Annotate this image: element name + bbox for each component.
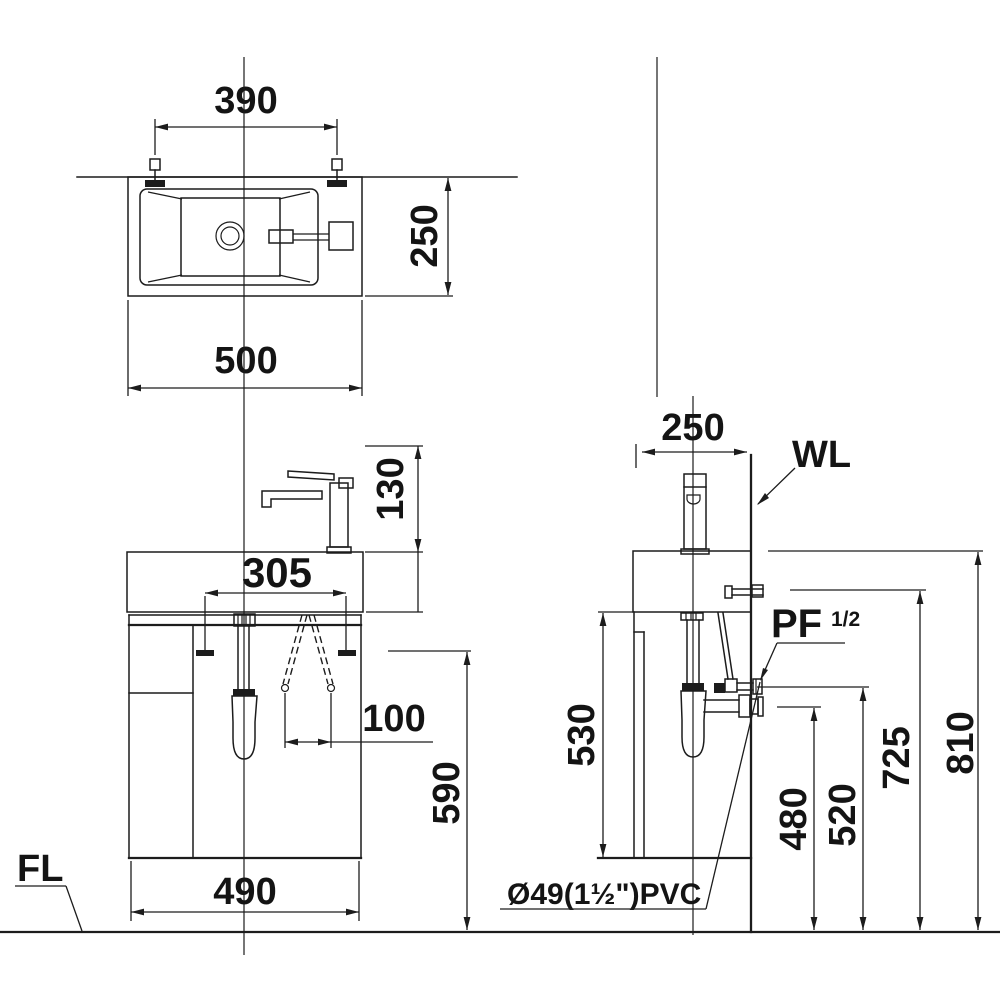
floor-line-label: FL (17, 848, 63, 890)
dim-590-label: 590 (426, 761, 468, 824)
cabinet-side (596, 611, 753, 860)
drain-flange-side (680, 612, 704, 621)
wall-line-callout: WL (757, 434, 851, 505)
drain-pipe-label: Ø49(1½")PVC (507, 878, 701, 911)
wl-arrowhead (757, 493, 769, 505)
dim-390-label: 390 (214, 80, 277, 122)
top-view: 390 500 250 (76, 80, 518, 396)
trap-wall-stub (757, 696, 764, 717)
dim-depth-side: 250 (635, 407, 747, 468)
dim-490-label: 490 (213, 871, 276, 913)
faucet-side (680, 473, 710, 555)
trap-nut-side (682, 683, 704, 691)
dim-counter-depth-plan: 250 (365, 178, 453, 297)
faucet-lever (287, 470, 335, 481)
hanger-plate-right (338, 650, 356, 656)
hanger-plate-left (196, 650, 214, 656)
dim-250-top-label: 250 (404, 204, 446, 267)
dim-500-label: 500 (214, 340, 277, 382)
pf-arrowhead (760, 668, 768, 681)
front-view: 305 130 100 590 (15, 57, 471, 955)
side-view: 250 (500, 57, 983, 935)
trap-outlet-flange (738, 694, 751, 718)
drain-front (231, 613, 258, 760)
dim-100-label: 100 (362, 698, 425, 740)
drain-outer-circle (215, 221, 245, 251)
faucet-spout-side (686, 494, 701, 505)
dim-bracket-height: 725 (790, 589, 926, 930)
dim-faucet-hole-spacing: 390 (154, 80, 338, 155)
cabinet-front (127, 614, 363, 860)
faucet-mount-plan (268, 221, 354, 251)
dim-drain-outlet-height: 480 (773, 706, 821, 930)
dim-faucet-height: 130 (365, 445, 423, 613)
faucet-body-side (683, 473, 707, 550)
dim-480-label: 480 (773, 787, 815, 850)
trap-bottle-front (231, 695, 258, 760)
drain-side (680, 612, 764, 758)
dim-250-side-label: 250 (661, 407, 724, 449)
supply-hoses-front (280, 614, 336, 693)
faucet-body-front (329, 482, 349, 548)
drain-inner-circle (220, 226, 240, 246)
dim-counter-height: 810 (940, 552, 982, 930)
dim-hanger-spacing: 305 (204, 549, 347, 656)
trap-bottle-side (680, 690, 707, 758)
dim-hanger-height: 590 (388, 650, 471, 930)
basin-floor (180, 197, 281, 277)
basin-rim (139, 188, 319, 286)
dim-305-label: 305 (242, 549, 312, 596)
faucet-front (261, 470, 354, 554)
wall-line-label: WL (792, 434, 851, 476)
dim-counter-width: 500 (127, 300, 363, 396)
trap-nut-front (233, 689, 255, 696)
counter-outline (127, 176, 363, 297)
wall-bolt-side (724, 584, 764, 599)
floor-line-callout: FL (15, 848, 83, 932)
dim-520-label: 520 (822, 783, 864, 846)
dim-cabinet-width: 490 (130, 861, 360, 921)
faucet-spout (261, 490, 323, 508)
faucet-base-front (326, 546, 352, 554)
supply-thread-callout: PF 1/2 (760, 602, 860, 681)
dim-725-label: 725 (876, 726, 918, 789)
dim-810-label: 810 (940, 711, 982, 774)
angle-valve (714, 683, 725, 693)
dim-130-label: 130 (370, 457, 412, 520)
supply-side (714, 612, 763, 695)
supply-thread-size: 1/2 (831, 608, 860, 631)
side-bracket-plan (328, 221, 354, 251)
dim-supply-height: 520 (757, 686, 869, 930)
drain-flange-front (233, 613, 256, 627)
mounting-bolt-right (327, 158, 347, 187)
basin-corner-slopes (147, 191, 311, 283)
counter-front (126, 551, 364, 613)
supply-thread-label: PF (771, 602, 822, 646)
dim-drain-offset: 100 (284, 693, 433, 748)
drain-pipe-callout: Ø49(1½")PVC (500, 681, 761, 911)
counter-side (632, 550, 752, 613)
dim-cabinet-height: 530 (561, 613, 607, 857)
dim-530-label: 530 (561, 703, 603, 766)
mounting-bolt-left (145, 158, 165, 187)
